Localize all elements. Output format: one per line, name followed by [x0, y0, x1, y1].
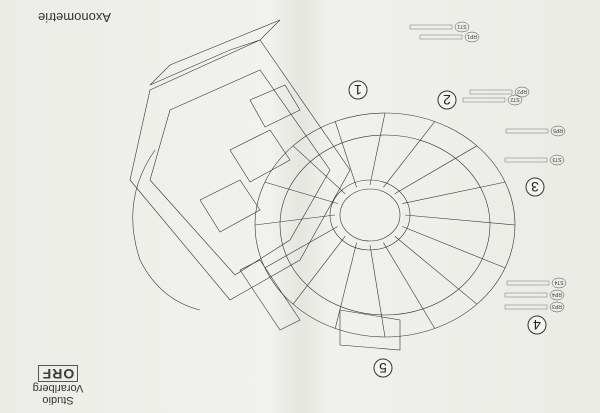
- room-label-box: [469, 89, 513, 95]
- room-label-box: [506, 280, 550, 286]
- radial-walls: [254, 112, 516, 338]
- curved-path: [132, 149, 201, 311]
- room-tag-bubble: [514, 86, 530, 98]
- rotunda-inner-ring: [279, 134, 491, 316]
- rotunda-core: [329, 179, 411, 251]
- room-tag: RP1: [467, 33, 477, 39]
- room-tag: ST1: [457, 23, 466, 29]
- section-number: 1: [354, 82, 362, 98]
- room-tag: RP5: [553, 127, 563, 133]
- connector-bridge: [239, 259, 301, 331]
- room-label-box: [504, 157, 548, 163]
- room-tag-bubble: [549, 289, 565, 301]
- room-tag: RP3: [552, 303, 562, 309]
- section-marker: [348, 80, 368, 100]
- section-number: 5: [379, 360, 387, 376]
- entrance-block: [339, 309, 401, 351]
- section-marker: [525, 177, 545, 197]
- room-tag-bubble: [507, 94, 523, 106]
- section-marker: [373, 358, 393, 378]
- radial-wall: [383, 121, 435, 188]
- room-tag: RP2: [517, 88, 527, 94]
- room-label-box: [409, 24, 453, 30]
- section-number: 3: [531, 179, 539, 195]
- rotunda-core-inner: [339, 188, 401, 242]
- radial-wall: [369, 244, 386, 338]
- radial-wall: [394, 145, 478, 195]
- room-tag-bubble: [549, 154, 565, 166]
- wing-courtyards: [199, 84, 301, 233]
- section-marker: [527, 315, 547, 335]
- room-label-box: [462, 97, 506, 103]
- room-label-box: [504, 292, 548, 298]
- radial-wall: [334, 121, 357, 188]
- section-number: 2: [443, 92, 451, 108]
- section-marker: [437, 90, 457, 110]
- room-tag: RP4: [552, 291, 562, 297]
- room-label-box: [504, 304, 548, 310]
- radial-wall: [402, 226, 506, 269]
- radial-wall: [292, 236, 346, 305]
- room-tag-bubble: [454, 21, 470, 33]
- room-tag: ST3: [552, 156, 561, 162]
- room-label-box: [505, 128, 549, 134]
- radial-wall: [264, 226, 338, 269]
- radial-wall: [264, 181, 338, 204]
- room-tag-bubble: [464, 31, 480, 43]
- room-tag-bubble: [550, 125, 566, 137]
- radial-wall: [394, 235, 478, 305]
- radial-wall: [254, 214, 336, 226]
- wing-roof: [149, 19, 281, 86]
- radial-wall: [334, 242, 357, 329]
- radial-wall: [404, 214, 516, 226]
- radial-wall: [402, 181, 506, 204]
- room-label-box: [419, 34, 463, 40]
- radial-wall: [292, 145, 346, 195]
- room-tag: ST2: [510, 96, 519, 102]
- room-tag-bubble: [551, 277, 567, 289]
- section-number: 4: [533, 317, 541, 333]
- room-tag-bubble: [549, 301, 565, 313]
- radial-wall: [369, 112, 386, 186]
- radial-wall: [383, 242, 436, 329]
- wing-inner-outline: [149, 69, 331, 276]
- room-tag: ST4: [554, 279, 563, 285]
